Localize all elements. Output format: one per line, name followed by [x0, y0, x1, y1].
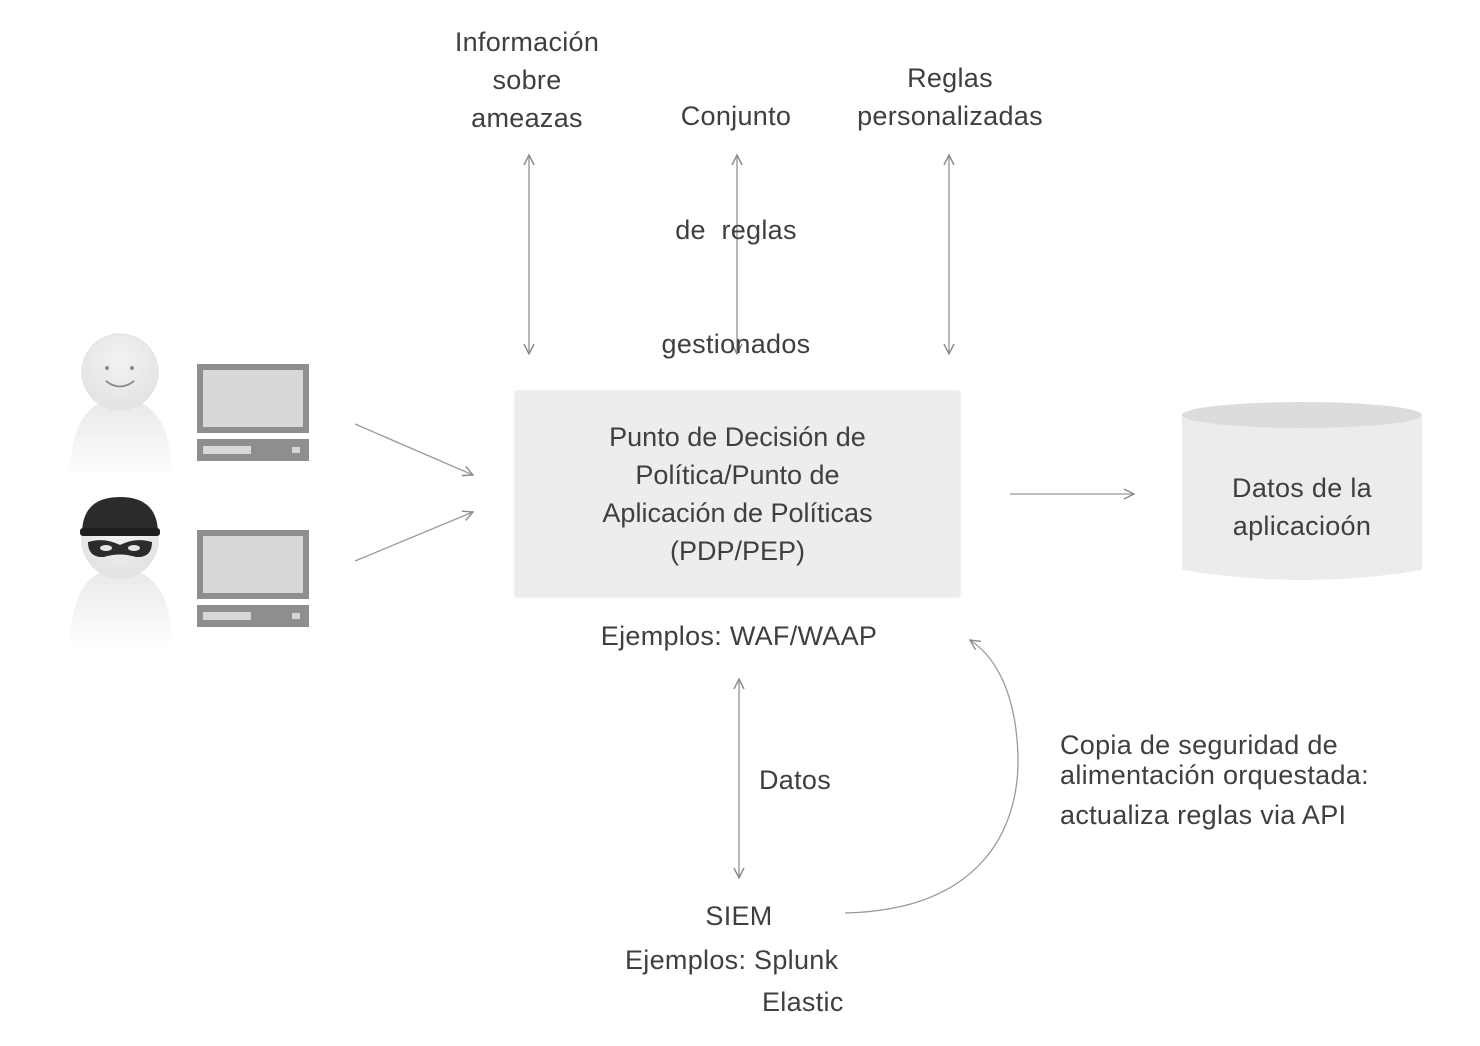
- source-custom-rules: Reglas personalizadas: [840, 59, 1060, 135]
- pdp-line-3: Aplicación de Políticas: [602, 498, 873, 528]
- feedback-line-3: actualiza reglas via API: [1060, 800, 1347, 830]
- source-threat-info: Información sobre ameazas: [427, 23, 627, 137]
- source-managed-rules-line-2: de reglas: [675, 215, 797, 245]
- source-threat-info-line-3: ameazas: [471, 103, 583, 133]
- arrow-feedback-curve: [844, 640, 1019, 914]
- feedback-note: Copia de seguridad de alimentación orque…: [1060, 730, 1369, 830]
- arrow-attacker-to-pdp: [354, 512, 473, 562]
- pdp-examples: Ejemplos: WAF/WAAP: [600, 621, 878, 651]
- source-managed-rules-line-1: Conjunto: [680, 101, 792, 131]
- user-computer-icon: [197, 364, 309, 461]
- app-data-line-2: aplicacioón: [1232, 511, 1372, 541]
- app-data-label: Datos de la aplicacioón: [1182, 469, 1422, 545]
- siem-title: SIEM: [705, 901, 773, 931]
- source-threat-info-line-1: Información: [454, 27, 600, 57]
- attacker-computer-icon: [197, 530, 309, 627]
- smiley-user-icon: [70, 333, 172, 478]
- siem-examples: Ejemplos: Splunk: [625, 945, 839, 975]
- pdp-line-4: (PDP/PEP): [669, 536, 806, 566]
- source-threat-info-line-2: sobre: [492, 65, 562, 95]
- pdp-pep-box: Punto de Decisión de Política/Punto de A…: [515, 391, 960, 597]
- pdp-pep-title: Punto de Decisión de Política/Punto de A…: [602, 418, 872, 570]
- siem-examples-elastic: Elastic: [762, 987, 844, 1017]
- feedback-line-1: Copia de seguridad de: [1060, 730, 1339, 760]
- pdp-line-2: Política/Punto de: [635, 460, 840, 490]
- arrow-user-to-pdp: [354, 423, 473, 475]
- source-managed-rules-line-3: gestionados: [661, 329, 811, 359]
- app-data-line-1: Datos de la: [1232, 473, 1372, 503]
- source-custom-rules-line-1: Reglas: [907, 63, 993, 93]
- source-managed-rules: Conjunto de reglas gestionados: [636, 21, 836, 401]
- masked-attacker-icon: [70, 497, 172, 648]
- feedback-line-2: alimentación orquestada:: [1060, 760, 1369, 790]
- source-custom-rules-line-2: personalizadas: [857, 101, 1043, 131]
- data-flow-label: Datos: [759, 765, 832, 795]
- app-data-cylinder: [1182, 402, 1422, 580]
- pdp-line-1: Punto de Decisión de: [609, 422, 866, 452]
